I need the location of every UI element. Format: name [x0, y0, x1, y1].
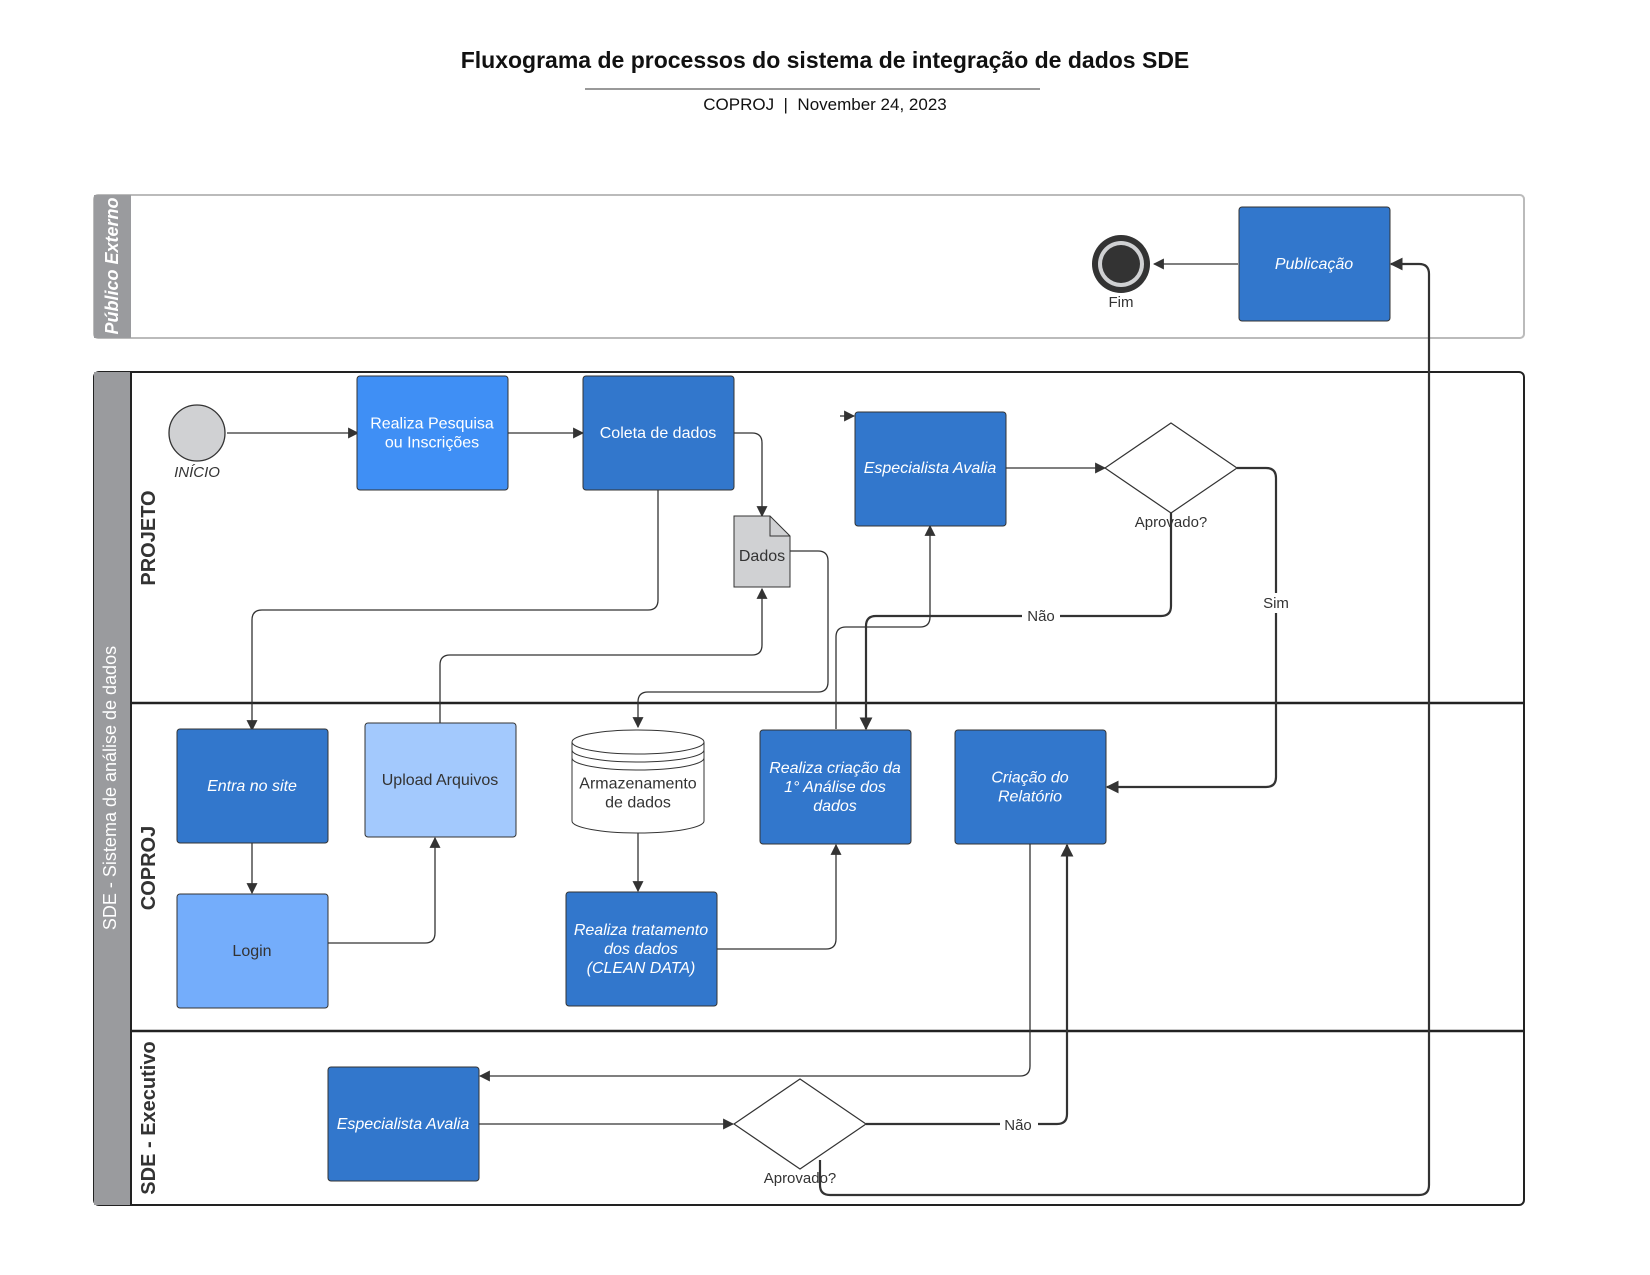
label-line: Armazenamento [579, 776, 696, 793]
process-especialista-avalia-executivo-label: Especialista Avalia [337, 1116, 470, 1133]
process-coleta-de-dados [582, 375, 735, 491]
process-upload-arquivos [364, 722, 517, 838]
process-login-label: Login [232, 943, 271, 960]
label-line: Dados [739, 548, 785, 565]
pool-publico-externo: Público Externo [93, 194, 1525, 339]
decision-aprovado-executivo [732, 1078, 868, 1170]
connector-nao-exec [866, 843, 1074, 1126]
connector [632, 550, 829, 729]
label-line: dados [813, 798, 857, 815]
label-line: Especialista Avalia [864, 460, 997, 477]
label-line: ou Inscrições [385, 435, 479, 452]
decision-aprovado-projeto-label: Aprovado? [1135, 514, 1208, 531]
document-dados-fold [769, 516, 790, 537]
process-realiza-tratamento [565, 891, 718, 1007]
process-publicacao [1238, 206, 1391, 322]
connectors [227, 257, 1431, 1197]
lane-label-executivo: SDE - Executivo [138, 1041, 160, 1194]
connector [246, 490, 659, 732]
connector [835, 524, 936, 729]
edge-label-bg [1258, 593, 1294, 613]
label-line: (CLEAN DATA) [587, 960, 696, 977]
label-line: Realiza criação da [769, 760, 901, 777]
edge-label-sim: Sim [1263, 595, 1289, 612]
connector-sim [1105, 466, 1278, 794]
process-especialista-avalia-projeto-label: Especialista Avalia [864, 460, 997, 477]
diagram-title: Fluxograma de processos do sistema de in… [461, 47, 1190, 73]
edge-label-nao: Não [1027, 608, 1055, 625]
pool-label-external: Público Externo [102, 197, 122, 334]
document-dados-label: Dados [739, 548, 785, 565]
connector [717, 843, 842, 950]
label-line: Realiza Pesquisa [370, 416, 494, 433]
decision-aprovado-executivo-label: Aprovado? [764, 1170, 837, 1187]
process-realiza-tratamento-label: Realiza tratamento dos dados (CLEAN DATA) [574, 922, 708, 977]
process-criacao-relatorio [954, 729, 1107, 845]
label-line: Relatório [998, 789, 1062, 806]
database-armazenamento [571, 729, 705, 834]
connector [439, 587, 768, 723]
lane-label-coproj: COPROJ [138, 826, 160, 910]
label-line: Login [232, 943, 271, 960]
process-realiza-pesquisa [356, 375, 509, 491]
diagram-subtitle: COPROJ | November 24, 2023 [703, 95, 946, 114]
connector [478, 844, 1031, 1082]
pool-label-main: SDE - Sistema de análise de dados [100, 646, 120, 930]
process-realiza-pesquisa-label: Realiza Pesquisa ou Inscrições [370, 416, 494, 452]
process-criacao-relatorio-label: Criação do Relatório [991, 770, 1068, 806]
start-label: INÍCIO [174, 464, 220, 481]
label-line: Criação do [991, 770, 1068, 787]
lane-label-projeto: PROJETO [138, 490, 160, 585]
process-upload-arquivos-label: Upload Arquivos [382, 772, 499, 789]
edge-label-bg [1000, 1114, 1038, 1134]
process-coleta-de-dados-label: Coleta de dados [600, 425, 717, 442]
database-armazenamento-label: Armazenamento de dados [579, 776, 696, 812]
end-label: Fim [1109, 294, 1134, 311]
process-especialista-avalia-projeto [854, 411, 1007, 527]
pool-header-external [94, 195, 131, 338]
edge-label-bg [1022, 605, 1060, 625]
label-line: de dados [605, 795, 671, 812]
process-realiza-analise [759, 729, 912, 845]
decision-aprovado-projeto [1103, 422, 1239, 514]
label-line: Upload Arquivos [382, 772, 499, 789]
connector [328, 836, 441, 944]
label-line: 1° Análise dos [784, 779, 886, 796]
label-line: dos dados [604, 941, 678, 958]
label-line: Entra no site [207, 778, 297, 795]
process-especialista-avalia-executivo [327, 1066, 480, 1182]
start-event [168, 404, 226, 462]
connector-nao [859, 513, 1173, 731]
process-publicacao-label: Publicação [1275, 256, 1353, 273]
edge-label-nao-exec: Não [1004, 1117, 1032, 1134]
label-line: Realiza tratamento [574, 922, 708, 939]
process-entra-no-site [176, 728, 329, 844]
connector-to-publicacao [818, 257, 1431, 1197]
pool-header-main [94, 372, 131, 1205]
process-entra-no-site-label: Entra no site [207, 778, 297, 795]
label-line: Coleta de dados [600, 425, 717, 442]
process-realiza-analise-label: Realiza criação da 1° Análise dos dados [769, 760, 901, 815]
label-line: Publicação [1275, 256, 1353, 273]
document-dados [733, 515, 791, 588]
label-line: Especialista Avalia [337, 1116, 470, 1133]
end-event-core [1102, 245, 1140, 283]
process-login [176, 893, 329, 1009]
connector [734, 432, 768, 518]
